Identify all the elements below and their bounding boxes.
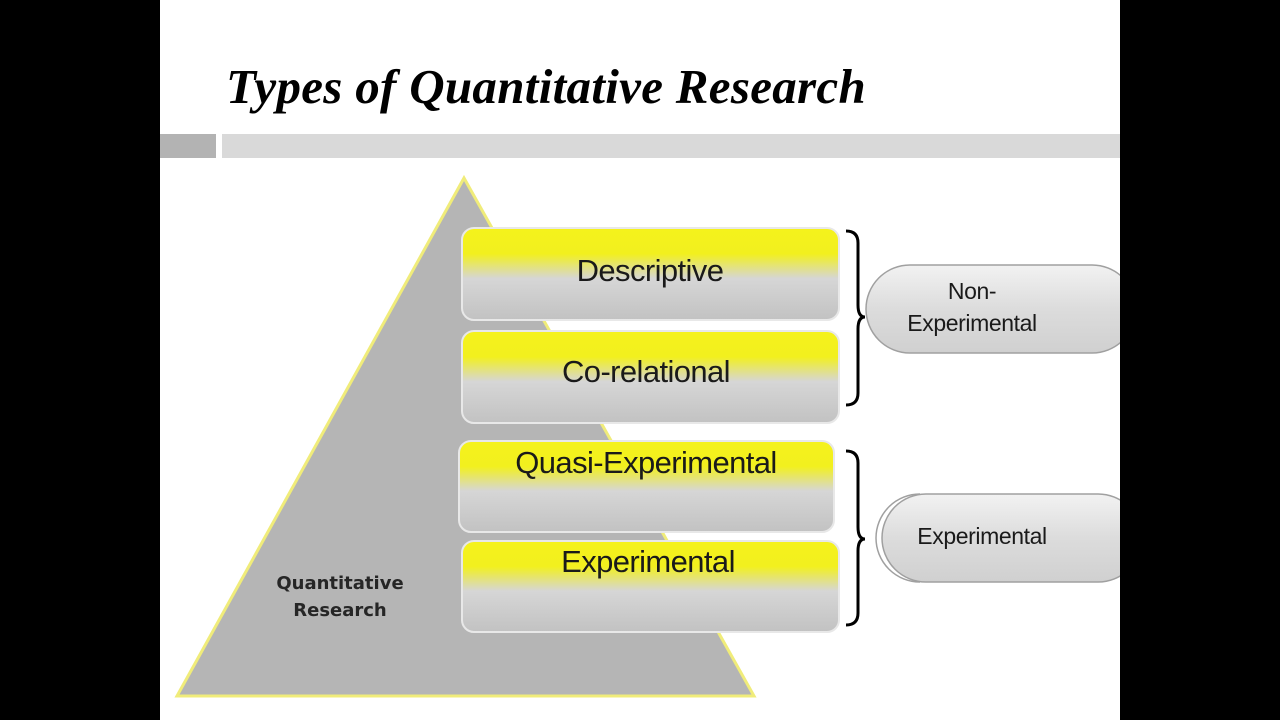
level-label-descriptive: Descriptive — [577, 253, 724, 288]
pyramid-base-label-line2: Research — [293, 600, 387, 621]
title-accent-bar-short — [160, 134, 216, 158]
bracket-experimental — [845, 449, 866, 627]
level-box-co-relational: Co-relational — [461, 330, 840, 424]
pyramid-base-label-line1: Quantitative — [276, 573, 403, 594]
level-box-quasi-experimental: Quasi-Experimental — [458, 440, 835, 533]
level-label-quasi-experimental: Quasi-Experimental — [515, 445, 776, 480]
pyramid-diagram: Quantitative Research Descriptive Co-rel… — [174, 174, 1120, 698]
group-label-experimental: Experimental — [917, 523, 1046, 549]
level-label-co-relational: Co-relational — [562, 354, 730, 389]
group-pill-non-experimental: Non- Experimental — [865, 264, 1120, 354]
bracket-non-experimental — [845, 229, 866, 407]
level-label-experimental: Experimental — [561, 544, 735, 579]
group-label-non-experimental-line2: Experimental — [907, 310, 1036, 336]
slide-title: Types of Quantitative Research — [226, 59, 867, 114]
level-box-experimental: Experimental — [461, 540, 840, 633]
group-pill-experimental: Experimental — [875, 493, 1120, 583]
group-label-non-experimental-line1: Non- — [948, 278, 996, 304]
level-box-descriptive: Descriptive — [461, 227, 840, 321]
slide: Types of Quantitative Research Quantitat… — [160, 0, 1120, 720]
title-accent-bar-long — [222, 134, 1120, 158]
